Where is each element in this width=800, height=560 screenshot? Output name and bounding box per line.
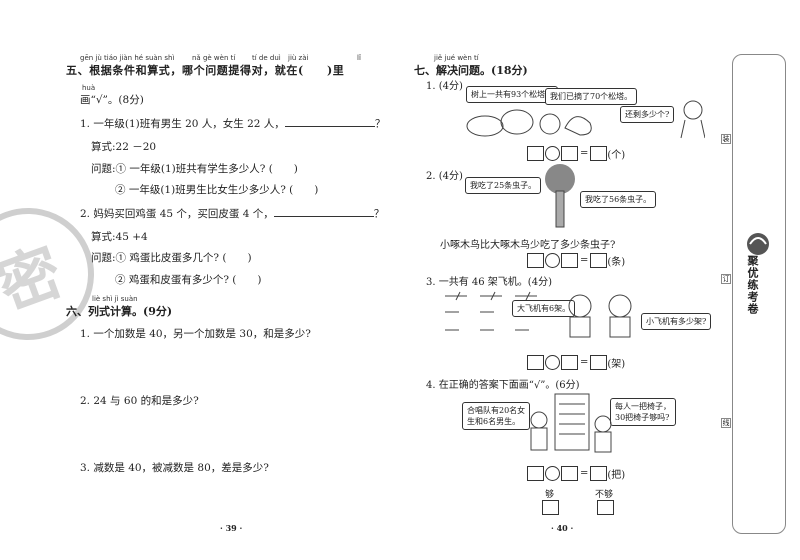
answer-equation-2: = (条) (527, 253, 625, 268)
answer-box[interactable] (561, 253, 578, 268)
operator-circle[interactable] (545, 355, 560, 370)
pinyin-gloss: gēn jù tiáo jiàn hé suàn shì (80, 54, 175, 62)
tree-woodpeckers-illustration (545, 164, 575, 228)
answer-box-not-enough[interactable] (597, 500, 614, 515)
squirrels-illustration (466, 100, 705, 139)
answer-box[interactable] (561, 466, 578, 481)
answer-box[interactable] (527, 146, 544, 161)
answer-box[interactable] (527, 355, 544, 370)
speech-bubble: 每人一把椅子，30把椅子够吗? (610, 398, 676, 426)
option-5-1-b[interactable]: ② 一年级(1)班男生比女生少多少人? ( ) (115, 184, 319, 196)
section-5-title: 五、根据条件和算式，哪个问题提得对，就在( )里 (66, 64, 345, 77)
pinyin-gloss: liè shì jì suàn (92, 295, 138, 303)
airplanes-illustration (445, 291, 537, 331)
question-6-1: 1. 一个加数是 40，另一个加数是 30，和是多少? (80, 328, 311, 340)
page-number: · 39 · (220, 523, 243, 533)
answer-box[interactable] (527, 253, 544, 268)
problem-4-label: 4. 在正确的答案下面画“√”。(6分) (426, 380, 580, 391)
brand-title: 聚优练考卷 (746, 255, 759, 315)
pinyin-gloss: nǎ gè wèn tí (192, 54, 236, 62)
option-5-1-a[interactable]: 问题:① 一年级(1)班共有学生多少人? ( ) (91, 163, 298, 175)
answer-box[interactable] (590, 355, 608, 370)
problem-1-label: 1. (4分) (426, 81, 463, 92)
binding-label: 装 (721, 134, 731, 144)
answer-box[interactable] (590, 253, 608, 268)
section-7-title: 七、解决问题。(18分) (414, 64, 528, 77)
pinyin-gloss: huà (82, 84, 96, 92)
section-6-title: 六、列式计算。(9分) (66, 305, 173, 318)
answer-equation-4: = (把) (527, 466, 625, 481)
chairs-children-illustration (530, 393, 612, 453)
answer-box[interactable] (590, 466, 608, 481)
speech-bubble: 我们已摘了70个松塔。 (545, 88, 638, 105)
speech-bubble: 还剩多少个? (620, 106, 675, 123)
option-5-2-b[interactable]: ② 鸡蛋和皮蛋有多少个? ( ) (115, 274, 262, 286)
problem-2-label: 2. (4分) (426, 171, 463, 182)
logo-emblem-icon (747, 233, 769, 255)
option-5-2-a[interactable]: 问题:① 鸡蛋比皮蛋多几个? ( ) (91, 252, 252, 264)
pinyin-gloss: tí de duì (252, 54, 281, 62)
answer-box[interactable] (561, 146, 578, 161)
answer-box[interactable] (590, 146, 608, 161)
binding-label: 订 (721, 274, 731, 284)
section-5-title-cont: 画“√”。(8分) (80, 94, 144, 106)
answer-box[interactable] (561, 355, 578, 370)
question-5-2: 2. 妈妈买回鸡蛋 45 个，买回皮蛋 4 个，？ (80, 207, 385, 220)
pinyin-gloss: jiě jué wèn tí (434, 54, 479, 62)
page-number: · 40 · (551, 523, 574, 533)
option-not-enough-label: 不够 (595, 490, 614, 500)
problem-3-label: 3. 一共有 46 架飞机。(4分) (426, 277, 552, 288)
answer-blank[interactable] (284, 117, 375, 127)
pinyin-gloss: lǐ (357, 54, 361, 62)
answer-box-enough[interactable] (542, 500, 559, 515)
option-enough-label: 够 (545, 490, 555, 500)
formula-5-1: 算式:22 －20 (91, 141, 157, 153)
children-illustration (568, 294, 632, 338)
operator-circle[interactable] (545, 253, 560, 268)
operator-circle[interactable] (545, 466, 560, 481)
speech-bubble: 大飞机有6架。 (512, 300, 576, 317)
speech-bubble: 小飞机有多少架? (641, 313, 712, 330)
question-6-3: 3. 减数是 40，被减数是 80，差是多少? (80, 462, 269, 474)
answer-blank[interactable] (273, 207, 374, 217)
speech-bubble: 我吃了25条虫子。 (465, 177, 542, 194)
binding-label: 线 (721, 418, 731, 428)
problem-2-question: 小啄木鸟比大啄木鸟少吃了多少条虫子? (440, 240, 616, 251)
question-6-2: 2. 24 与 60 的和是多少? (80, 395, 199, 407)
question-5-1: 1. 一年级(1)班有男生 20 人，女生 22 人，？ (80, 117, 386, 130)
speech-bubble: 我吃了56条虫子。 (580, 191, 657, 208)
answer-equation-1: = (个) (527, 146, 625, 161)
pinyin-gloss: jiù zài (288, 54, 309, 62)
speech-bubble: 合唱队有20名女生和6名男生。 (462, 402, 531, 430)
answer-box[interactable] (527, 466, 544, 481)
formula-5-2: 算式:45 +4 (91, 231, 148, 243)
answer-equation-3: = (架) (527, 355, 625, 370)
operator-circle[interactable] (545, 146, 560, 161)
binding-margin-panel (732, 54, 786, 534)
